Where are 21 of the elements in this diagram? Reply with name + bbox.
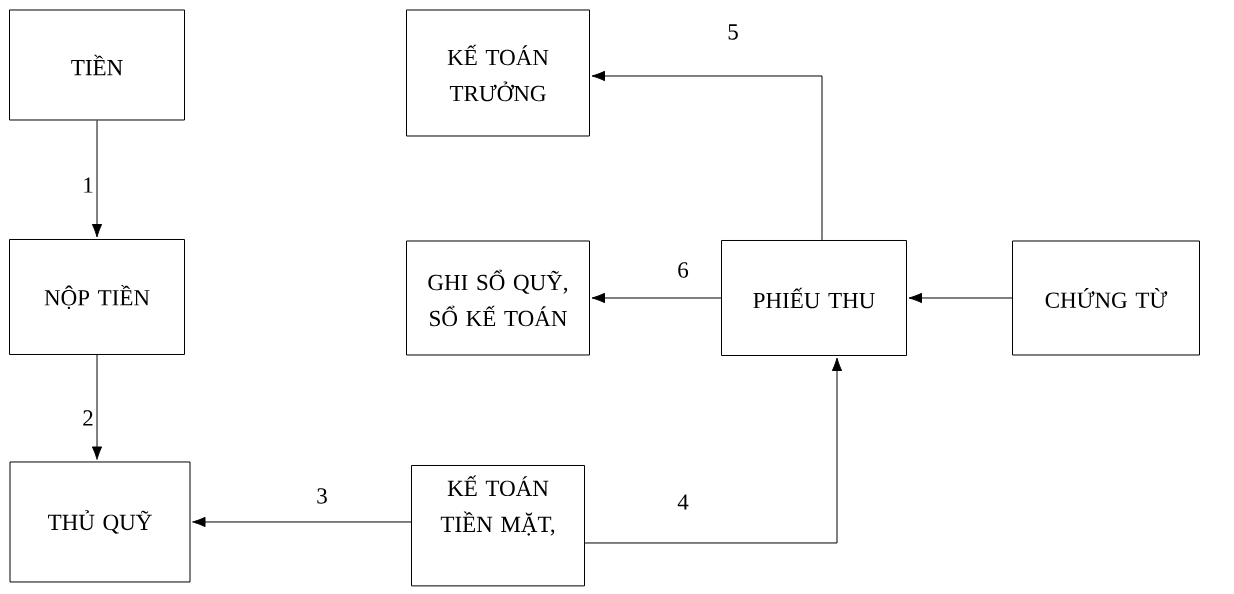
process-box: CHỨNG TỪ <box>1012 240 1200 356</box>
arrow <box>91 120 103 238</box>
arrow <box>908 292 1013 304</box>
arrow <box>591 292 722 304</box>
arrow <box>192 516 412 528</box>
process-box: NỘP TIỀN <box>9 239 185 355</box>
edge-label: 5 <box>728 24 738 40</box>
edge-label: 2 <box>83 410 93 426</box>
process-box: GHI SỔ QUỸ, SỔ KẾ TOÁN <box>406 240 590 356</box>
process-box: KẾ TOÁN TRƯỞNG <box>406 9 590 137</box>
arrow <box>584 357 843 544</box>
edge-label: 3 <box>317 488 327 504</box>
edge-label: 6 <box>678 262 689 278</box>
edge-label: 1 <box>84 177 93 193</box>
process-box: PHIẾU THU <box>721 240 907 356</box>
arrow <box>591 70 823 241</box>
process-box: TIỀN <box>9 9 185 121</box>
edge-label: 4 <box>677 494 689 510</box>
process-box: THỦ QUỸ <box>9 461 191 583</box>
process-box: KẾ TOÁN TIỀN MẶT, <box>411 465 585 587</box>
arrow <box>91 354 103 460</box>
